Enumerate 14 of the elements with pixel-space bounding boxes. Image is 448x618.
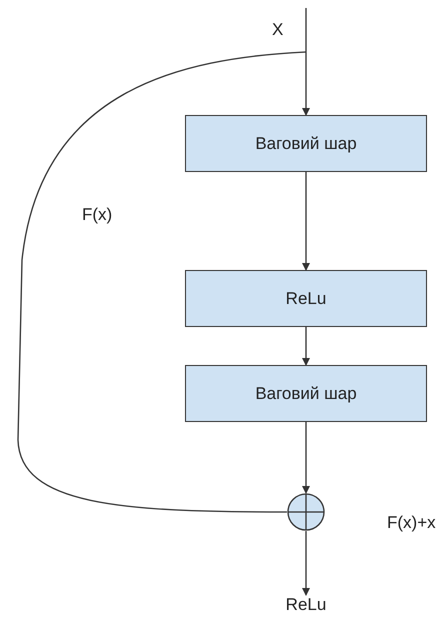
edge-label: F(x)	[82, 205, 112, 225]
arrow	[302, 422, 310, 494]
skip-connection	[17, 51, 306, 513]
arrow	[302, 8, 310, 116]
input-label: X	[272, 20, 284, 40]
sum-circle	[287, 493, 325, 531]
layer-box: ReLu	[185, 270, 427, 327]
arrow	[302, 327, 310, 366]
arrow	[302, 172, 310, 271]
output-label: ReLu	[286, 595, 326, 615]
layer-box: Ваговий шар	[185, 115, 427, 172]
sum-label: F(x)+x	[387, 513, 436, 533]
arrow	[302, 531, 310, 596]
layer-box: Ваговий шар	[185, 365, 427, 422]
